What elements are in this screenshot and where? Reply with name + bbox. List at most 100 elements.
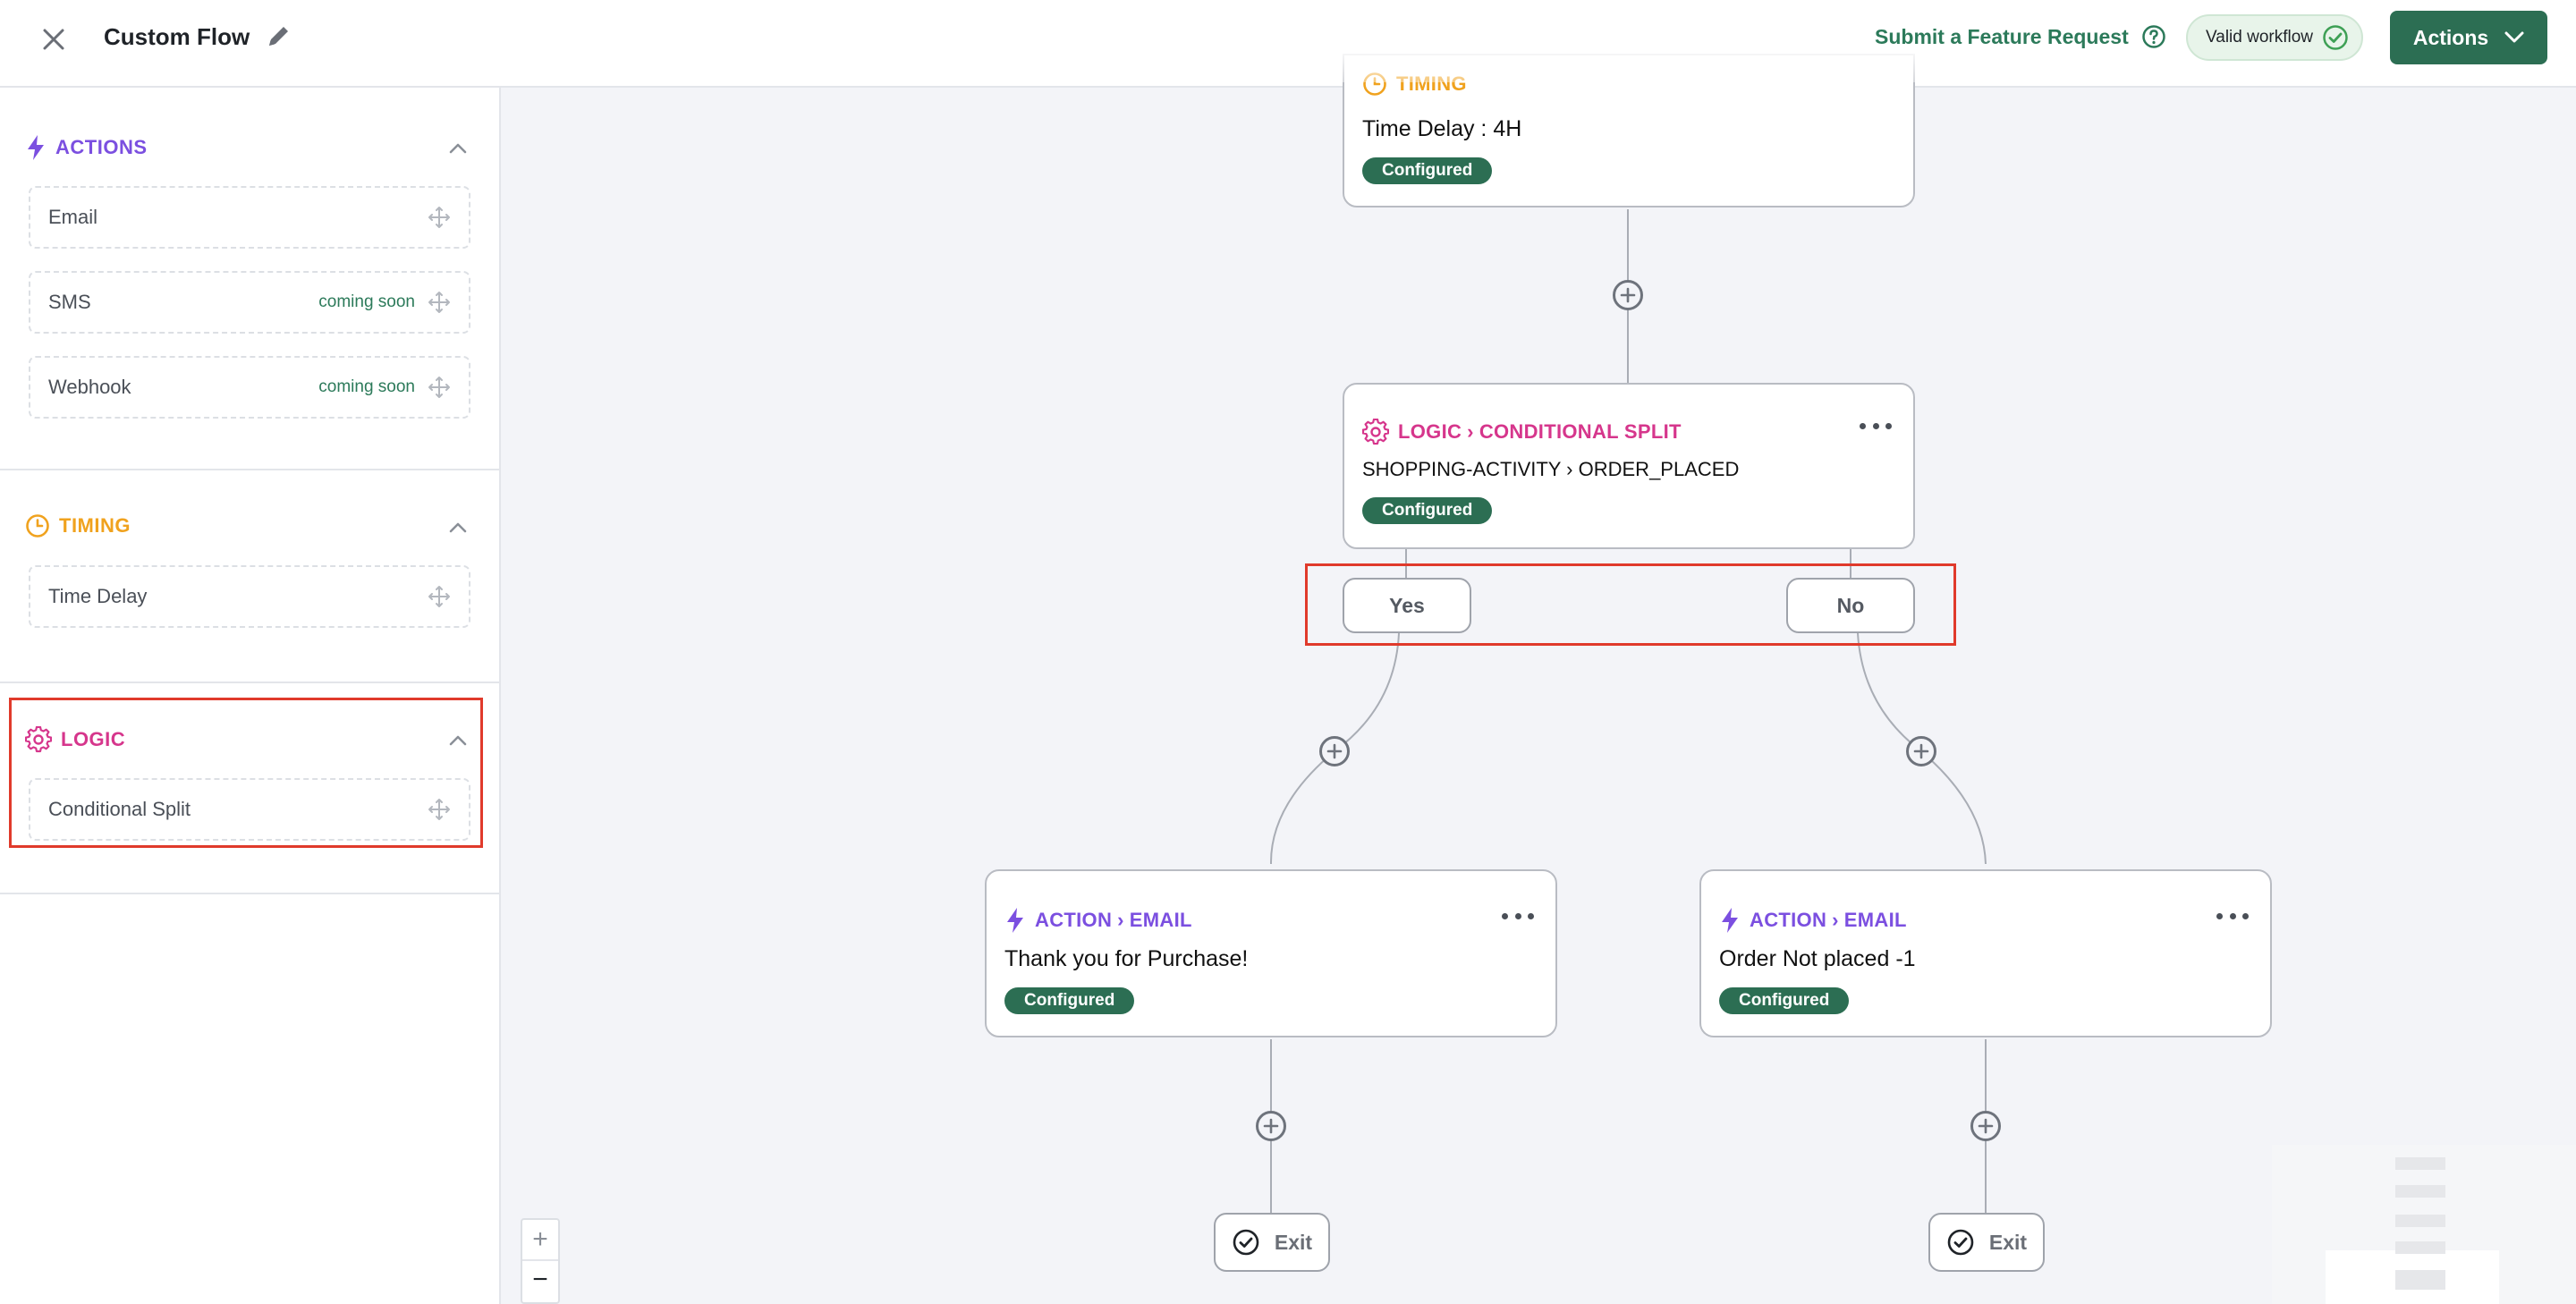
coming-soon-label: coming soon xyxy=(318,377,415,396)
plus-icon xyxy=(1978,1118,1994,1134)
exit-node-left[interactable]: Exit xyxy=(1214,1213,1330,1272)
gear-icon xyxy=(1362,419,1389,445)
node-menu-button[interactable] xyxy=(1860,417,1892,435)
node-title: Time Delay : 4H xyxy=(1362,116,1522,141)
logic-section-title: LOGIC xyxy=(61,728,126,750)
item-label: Conditional Split xyxy=(48,798,191,820)
check-circle-icon xyxy=(1947,1229,1974,1256)
highlight-box-branches xyxy=(1305,563,1956,646)
feature-request-link[interactable]: Submit a Feature Request xyxy=(1875,23,2166,50)
edit-title-button[interactable] xyxy=(261,18,297,54)
chevron-up-icon xyxy=(449,522,467,533)
dot xyxy=(1502,912,1508,919)
lightning-icon xyxy=(1007,908,1023,933)
highlight-box-logic xyxy=(9,698,483,848)
conditional-split-node[interactable]: LOGIC › CONDITIONAL SPLIT SHOPPING-ACTIV… xyxy=(1343,383,1915,549)
node-type: CONDITIONAL SPLIT xyxy=(1479,420,1682,443)
node-title: Order Not placed -1 xyxy=(1719,946,1916,971)
plus-icon xyxy=(1913,743,1929,759)
actions-section: ACTIONS Email SMS coming soon Webhook co… xyxy=(0,88,499,470)
drag-handle-icon[interactable] xyxy=(428,798,451,821)
dot xyxy=(1514,912,1521,919)
collapse-logic-button[interactable] xyxy=(447,730,469,751)
node-title: Thank you for Purchase! xyxy=(1004,946,1249,971)
component-sidebar: ACTIONS Email SMS coming soon Webhook co… xyxy=(0,88,501,1304)
chevron-up-icon xyxy=(449,735,467,746)
node-category: LOGIC xyxy=(1398,420,1462,443)
add-step-button-left[interactable] xyxy=(1256,1111,1286,1141)
lightning-icon xyxy=(1722,908,1738,933)
actions-section-header[interactable]: ACTIONS xyxy=(25,134,148,161)
minimap xyxy=(2272,1145,2576,1304)
dot xyxy=(2216,912,2223,919)
breadcrumb-separator: › xyxy=(1467,420,1474,443)
dot xyxy=(1860,422,1866,429)
coming-soon-label: coming soon xyxy=(318,292,415,311)
check-circle-icon xyxy=(2323,25,2348,50)
chevron-down-icon xyxy=(2504,31,2524,43)
node-menu-button[interactable] xyxy=(2216,907,2249,925)
draggable-item-email[interactable]: Email xyxy=(29,186,470,249)
zoom-in-button[interactable]: + xyxy=(532,1224,548,1254)
configured-badge: Configured xyxy=(1004,987,1135,1014)
add-step-button[interactable] xyxy=(1613,280,1643,310)
timing-section: TIMING Time Delay xyxy=(0,470,499,683)
drag-handle-icon[interactable] xyxy=(428,376,451,399)
item-label: Email xyxy=(48,206,98,228)
email-node-no[interactable]: ACTION › EMAIL Order Not placed -1 Confi… xyxy=(1699,869,2272,1037)
node-category: ACTION xyxy=(1035,909,1113,931)
logic-section: LOGIC Conditional Split xyxy=(0,683,499,894)
drag-handle-icon[interactable] xyxy=(428,585,451,608)
drag-handle-icon[interactable] xyxy=(428,206,451,229)
draggable-item-webhook[interactable]: Webhook coming soon xyxy=(29,356,470,419)
add-step-button-yes[interactable] xyxy=(1319,736,1350,766)
no-branch-button[interactable]: No xyxy=(1786,578,1915,633)
draggable-item-time-delay[interactable]: Time Delay xyxy=(29,565,470,628)
collapse-timing-button[interactable] xyxy=(447,517,469,538)
node-type: EMAIL xyxy=(1843,909,1907,931)
item-label: Time Delay xyxy=(48,585,148,607)
breadcrumb-separator: › xyxy=(1117,909,1124,931)
configured-badge: Configured xyxy=(1719,987,1850,1014)
yes-branch-button[interactable]: Yes xyxy=(1343,578,1471,633)
item-label: SMS xyxy=(48,291,91,313)
exit-label: Exit xyxy=(1988,1230,2028,1254)
dot xyxy=(1885,422,1892,429)
timing-section-header[interactable]: TIMING xyxy=(25,513,131,538)
exit-node-right[interactable]: Exit xyxy=(1928,1213,2045,1272)
lightning-icon xyxy=(28,135,44,160)
configured-badge: Configured xyxy=(1362,157,1493,184)
close-icon xyxy=(43,29,64,50)
dot xyxy=(2229,912,2236,919)
email-node-yes[interactable]: ACTION › EMAIL Thank you for Purchase! C… xyxy=(985,869,1557,1037)
node-header: ACTION › EMAIL xyxy=(1719,907,1907,934)
workflow-status-badge: Valid workflow xyxy=(2186,14,2364,61)
plus-icon xyxy=(1620,287,1636,303)
help-icon xyxy=(2141,25,2165,48)
node-type: EMAIL xyxy=(1129,909,1192,931)
draggable-item-sms[interactable]: SMS coming soon xyxy=(29,271,470,334)
node-category: ACTION xyxy=(1750,909,1827,931)
node-header: LOGIC › CONDITIONAL SPLIT xyxy=(1362,419,1682,445)
dot xyxy=(1528,912,1534,919)
drag-handle-icon[interactable] xyxy=(428,291,451,314)
top-fade xyxy=(1343,47,1915,82)
actions-dropdown-button[interactable]: Actions xyxy=(2390,11,2547,64)
breadcrumb-separator: › xyxy=(1832,909,1839,931)
zoom-controls: + − xyxy=(521,1218,560,1304)
clock-icon xyxy=(26,514,49,538)
zoom-out-button[interactable]: − xyxy=(522,1259,558,1299)
collapse-actions-button[interactable] xyxy=(447,138,469,159)
add-step-button-right[interactable] xyxy=(1970,1111,2001,1141)
exit-label: Exit xyxy=(1274,1230,1313,1254)
close-button[interactable] xyxy=(34,20,73,59)
add-step-button-no[interactable] xyxy=(1906,736,1936,766)
dot xyxy=(2242,912,2249,919)
gear-icon xyxy=(25,726,52,753)
draggable-item-conditional-split[interactable]: Conditional Split xyxy=(29,778,470,841)
check-circle-icon xyxy=(1233,1229,1259,1256)
node-header: ACTION › EMAIL xyxy=(1004,907,1192,934)
actions-section-title: ACTIONS xyxy=(55,136,148,158)
node-menu-button[interactable] xyxy=(1502,907,1534,925)
logic-section-header[interactable]: LOGIC xyxy=(25,726,125,753)
